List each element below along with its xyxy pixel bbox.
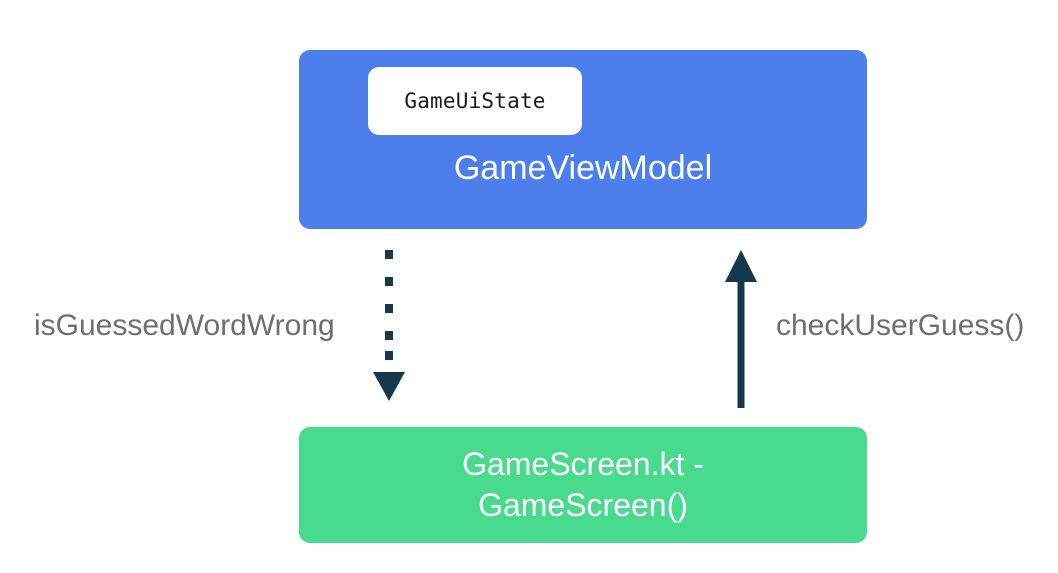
edge-label-is-guessed-word-wrong: isGuessedWordWrong <box>34 309 335 342</box>
node-game-screen[interactable]: GameScreen.kt - GameScreen() <box>299 427 867 543</box>
game-ui-state-label: GameUiState <box>404 89 546 113</box>
solid-arrow-up-icon <box>725 250 757 408</box>
game-screen-label: GameScreen.kt - GameScreen() <box>442 444 724 526</box>
game-screen-label-line2: GameScreen() <box>478 487 688 523</box>
node-game-view-model[interactable]: GameUiState GameViewModel <box>299 50 867 229</box>
node-game-ui-state-chip[interactable]: GameUiState <box>368 67 582 135</box>
game-view-model-label: GameViewModel <box>453 149 713 187</box>
game-screen-label-line1: GameScreen.kt - <box>462 446 704 482</box>
edge-label-check-user-guess: checkUserGuess() <box>776 309 1025 342</box>
dotted-arrow-down-icon <box>373 250 405 401</box>
